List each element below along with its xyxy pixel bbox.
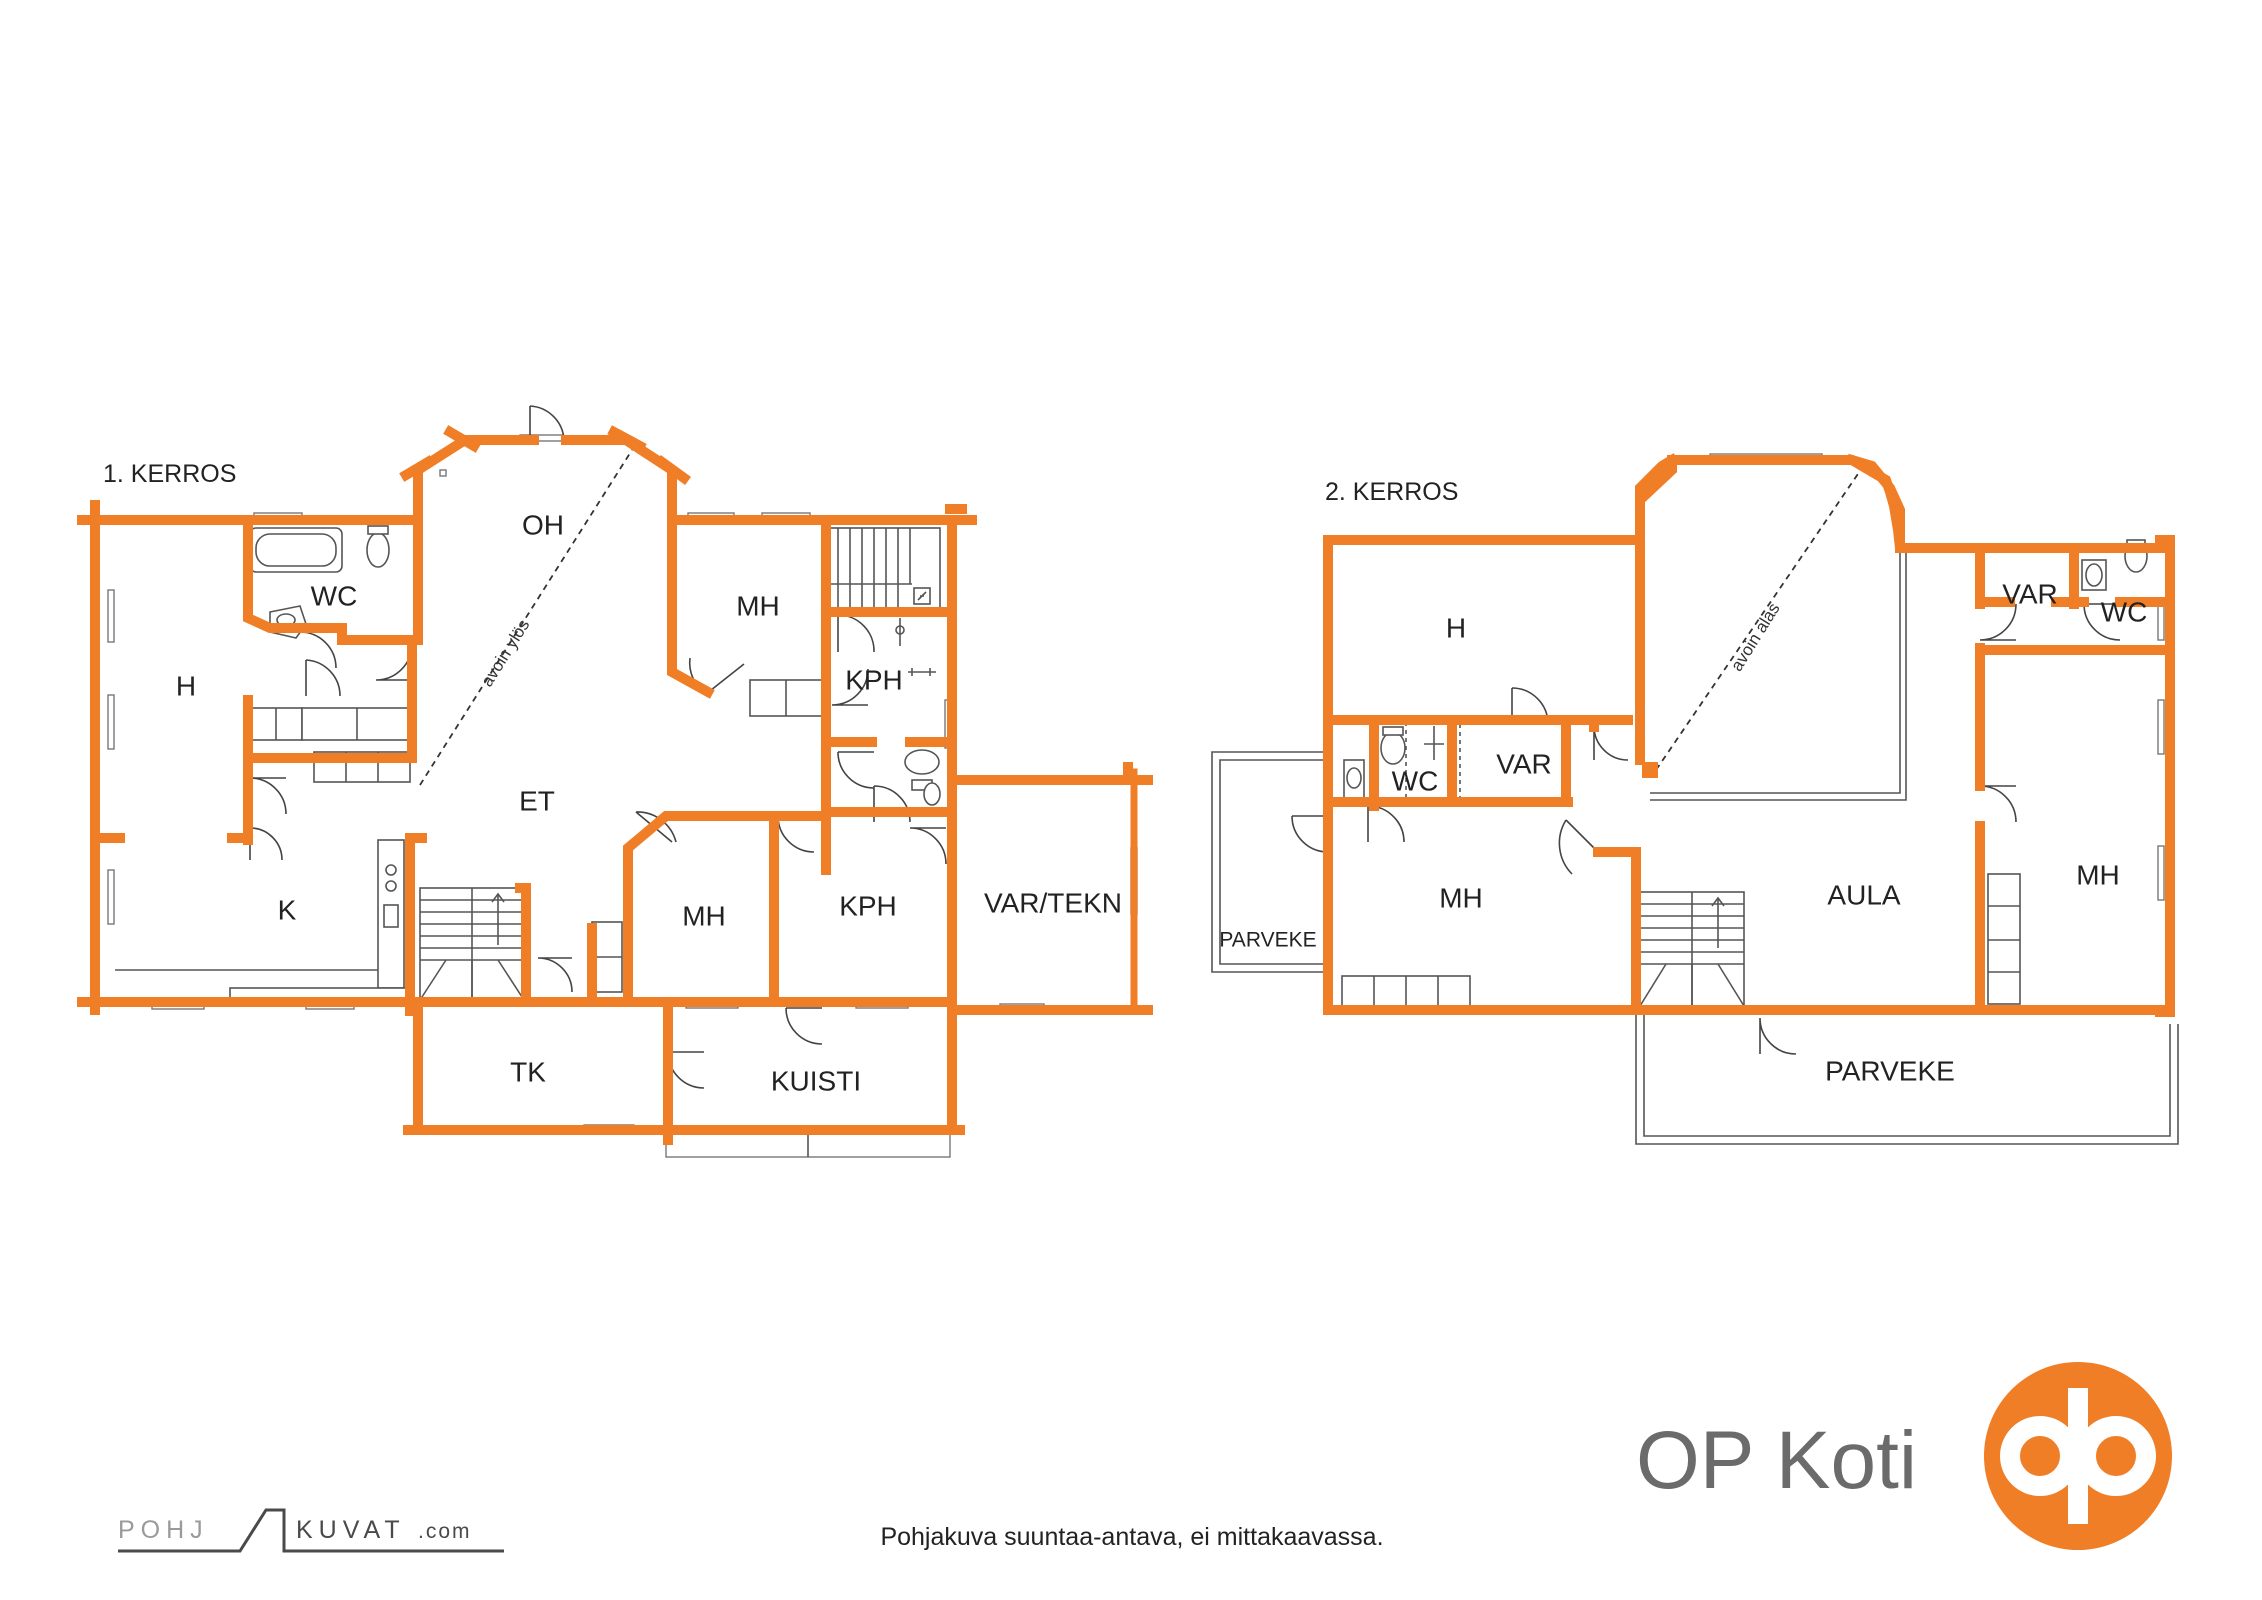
- room-h: H: [176, 670, 196, 701]
- room-et: ET: [519, 785, 555, 816]
- room-mh-mid: MH: [682, 900, 726, 931]
- room-k: K: [278, 894, 297, 925]
- room-mh-top: MH: [736, 590, 780, 621]
- floor1-title: 1. KERROS: [103, 460, 236, 488]
- room-wc: WC: [311, 580, 358, 611]
- room-oh: OH: [522, 509, 564, 540]
- floor2-balconies: [1211, 548, 2179, 1145]
- room-kuisti: KUISTI: [771, 1065, 861, 1096]
- room-h-2: H: [1446, 612, 1466, 643]
- room-tk: TK: [510, 1056, 546, 1087]
- room-mh-right: MH: [2076, 859, 2120, 890]
- room-kph-top: KPH: [845, 664, 903, 695]
- watermark-left: POHJ: [118, 1516, 209, 1544]
- floor2-plan: 2. KERROS: [1211, 453, 2179, 1145]
- room-var-mid: VAR: [1496, 748, 1552, 779]
- room-var-tekn: VAR/TEKN: [984, 887, 1122, 918]
- room-parveke-left: PARVEKE: [1219, 929, 1316, 952]
- room-wc-mid: WC: [1392, 765, 1439, 796]
- floor1-plan: 1. KERROS: [77, 405, 1153, 1158]
- disclaimer-text: Pohjakuva suuntaa-antava, ei mittakaavas…: [880, 1523, 1383, 1551]
- floor2-open-note: avoin alas: [1727, 600, 1784, 675]
- room-aula: AULA: [1827, 879, 1900, 910]
- floor1-walls: [77, 425, 1153, 1145]
- floor2-doors: [1291, 603, 2121, 1055]
- brand-name: OP Koti: [1636, 1415, 1917, 1506]
- floor2-fixtures: avoin alas: [1341, 467, 2148, 1009]
- room-wc-right: WC: [2101, 596, 2148, 627]
- watermark-right: KUVAT: [296, 1516, 406, 1544]
- footer: POHJ KUVAT .com Pohjakuva suuntaa-antava…: [118, 1362, 2172, 1553]
- watermark-suffix: .com: [418, 1520, 472, 1543]
- room-kph-mid: KPH: [839, 890, 897, 921]
- op-logo-icon: [1984, 1362, 2172, 1550]
- floor1-open-note: avoin ylös: [477, 616, 533, 690]
- floor2-walls: [1323, 453, 2175, 1017]
- room-parveke-bottom: PARVEKE: [1825, 1055, 1955, 1086]
- room-var-right: VAR: [2002, 578, 2058, 609]
- floor2-room-labels: H VAR WC WC VAR PARVEKE MH AULA MH PARVE…: [1219, 578, 2147, 1086]
- floor1-fixtures: avoin ylös: [115, 449, 941, 1003]
- floor1-room-labels: H WC OH MH KPH ET K MH KPH VAR/TEKN TK K…: [176, 509, 1122, 1096]
- room-mh-left: MH: [1439, 882, 1483, 913]
- floor2-title: 2. KERROS: [1325, 478, 1458, 506]
- watermark-logo: POHJ KUVAT .com: [118, 1508, 504, 1553]
